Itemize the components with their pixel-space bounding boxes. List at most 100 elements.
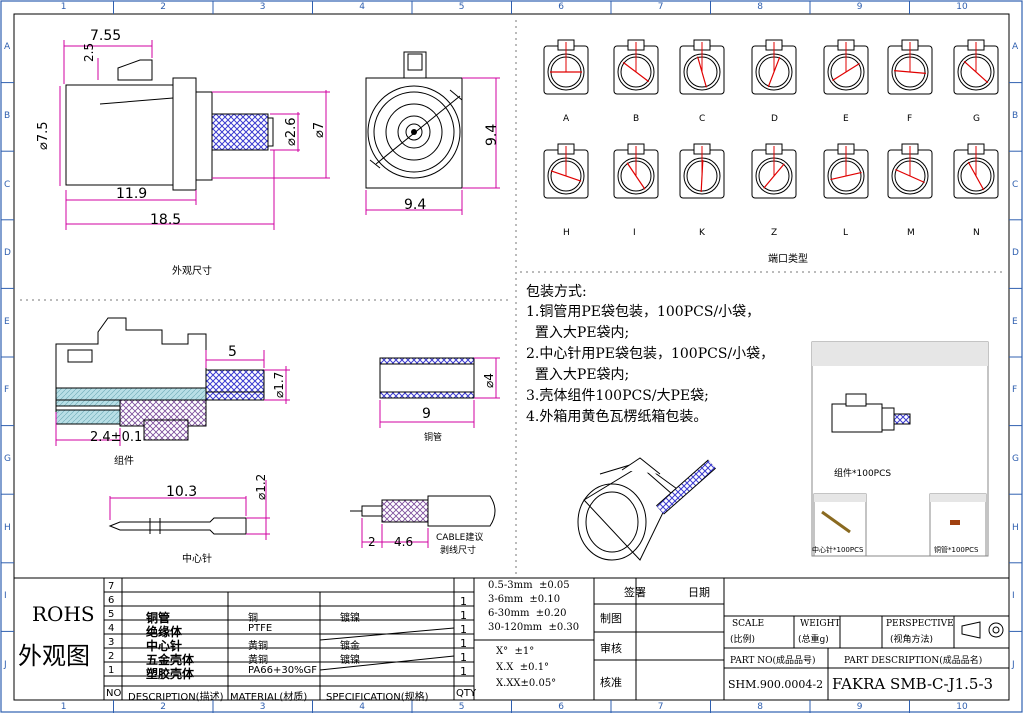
tolerance-linear-line: 30-120mm ±0.30 <box>488 622 580 633</box>
bom-cell-spec: 镀金 <box>340 641 360 652</box>
dim-7-55: 7.55 <box>90 28 122 44</box>
bom-cell-no: 6 <box>108 595 115 606</box>
frame-column-label: 10 <box>956 2 968 12</box>
part-no-label: PART NO(成品品号) <box>730 656 816 666</box>
bom-cell-qty: 1 <box>460 623 467 636</box>
part-desc-value: FAKRA SMB-C-J1.5-3 <box>832 675 994 693</box>
frame-row-label: A <box>1012 42 1019 53</box>
frame-row-label: J <box>4 659 7 670</box>
dim-9-4-horizontal: 9.4 <box>404 197 427 213</box>
caption-pin: 中心针 <box>182 554 212 565</box>
bom-cell-qty: 1 <box>460 665 467 678</box>
bom-cell-mat: PA66+30%GF <box>248 665 318 676</box>
port-label: H <box>563 228 570 238</box>
tolerance-angular-line: X.X ±0.1° <box>496 662 550 673</box>
frame-row-label: H <box>4 522 11 533</box>
bom-cell-mat: 黄铜 <box>248 641 268 652</box>
port-label: K <box>699 228 705 238</box>
frame-row-label: I <box>1012 591 1015 602</box>
dim-dia-1-2: ⌀1.2 <box>254 473 268 500</box>
caption-ports: 端口类型 <box>768 254 808 265</box>
port-label: G <box>973 114 980 124</box>
frame-column-label: 5 <box>458 702 465 712</box>
packaging-line: 2.中心针用PE袋包装，100PCS/小袋， <box>526 346 775 362</box>
port-label: L <box>843 228 849 238</box>
bom-cell-desc: 五金壳体 <box>146 653 195 667</box>
bag-assembly-label: 组件*100PCS <box>834 469 892 479</box>
dim-10-3: 10.3 <box>166 484 198 500</box>
port-label: E <box>843 114 849 124</box>
port-key-a <box>543 39 589 95</box>
port-label: C <box>699 114 706 124</box>
bom-cell-desc: 铜管 <box>146 611 171 625</box>
port-label: B <box>633 114 640 124</box>
dim-dia-1-7: ⌀1.7 <box>272 371 286 398</box>
frame-row-label: F <box>4 385 10 396</box>
view-label: 外观图 <box>18 642 90 670</box>
port-key-e <box>823 39 869 95</box>
frame-column-label: 6 <box>558 702 564 712</box>
frame-column-label: 10 <box>956 702 968 712</box>
frame-row-label: G <box>1012 453 1019 464</box>
bom-cell-desc: 中心针 <box>146 639 183 653</box>
frame-row-label: C <box>4 179 11 190</box>
frame-row-label: F <box>1012 385 1018 396</box>
tolerance-angular-line: X° ±1° <box>496 646 535 657</box>
bom-cell-no: 7 <box>108 581 115 592</box>
frame-row-label: D <box>1012 248 1019 259</box>
bom-cell-qty: 1 <box>460 637 467 650</box>
bag-pin-label: 中心针*100PCS <box>812 546 864 554</box>
bom-cell-spec: 镀镍 <box>340 613 360 624</box>
frame-column-label: 9 <box>856 702 863 712</box>
frame-column-label: 3 <box>259 702 266 712</box>
frame-row-label: E <box>1012 316 1018 327</box>
frame-row-label: G <box>4 453 11 464</box>
front-view <box>365 51 500 215</box>
frame-column-label: 7 <box>657 702 664 712</box>
dim-2-5: 2.5 <box>82 42 96 62</box>
bom-header-no: NO <box>106 688 122 699</box>
port-label: M <box>907 228 915 238</box>
port-key-l <box>823 143 869 199</box>
port-key-k <box>679 143 725 199</box>
tolerance-linear-line: 3-6mm ±0.10 <box>488 594 561 605</box>
bom-header-spec: SPECIFICATION(规格) <box>326 692 429 703</box>
packaging-title: 包装方式: <box>526 284 587 300</box>
frame-row-label: E <box>4 316 10 327</box>
frame-row-label: D <box>4 248 11 259</box>
weight-label: WEIGHT <box>800 619 841 629</box>
part-no-value: SHM.900.0004-2 <box>728 678 824 691</box>
bom-cell-qty: 1 <box>460 609 467 622</box>
frame-column-label: 7 <box>657 2 664 12</box>
frame-column-label: 6 <box>558 2 564 12</box>
dim-2-4: 2.4±0.1 <box>90 430 143 445</box>
port-key-i <box>613 143 659 199</box>
frame-column-label: 4 <box>359 2 365 12</box>
port-key-c <box>679 39 725 95</box>
packaging-line: 3.壳体组件100PCS/大PE袋; <box>526 388 709 404</box>
frame-column-label: 2 <box>160 2 166 12</box>
center-pin <box>108 480 270 540</box>
approved-label: 核准 <box>600 676 622 689</box>
bom-cell-desc: 绝缘体 <box>146 625 183 639</box>
bom-cell-spec: 镀镍 <box>340 655 360 666</box>
caption-outline: 外观尺寸 <box>172 266 212 277</box>
bag-tube-label: 铜管*100PCS <box>934 546 979 554</box>
frame-row-label: A <box>4 42 11 53</box>
frame-row-label: J <box>1012 659 1015 670</box>
checked-label: 审核 <box>600 642 622 655</box>
frame-column-label: 3 <box>259 2 266 12</box>
bom-cell-no: 5 <box>108 609 115 620</box>
part-desc-label: PART DESCRIPTION(成品品名) <box>844 656 983 666</box>
frame-column-label: 4 <box>359 702 365 712</box>
packaging-line: 置入大PE袋内; <box>526 325 630 341</box>
tube-view <box>379 357 500 428</box>
bom-header-desc: DESCRIPTION(描述) <box>128 692 224 703</box>
port-key-b <box>613 39 659 95</box>
dim-dia-2-6: ⌀2.6 <box>284 117 299 146</box>
dim-5: 5 <box>228 344 237 360</box>
port-label: A <box>563 114 570 124</box>
dim-dia-7-5: ⌀7.5 <box>36 121 51 150</box>
packaging-line: 4.外箱用黄色瓦楞纸箱包装。 <box>526 409 708 425</box>
